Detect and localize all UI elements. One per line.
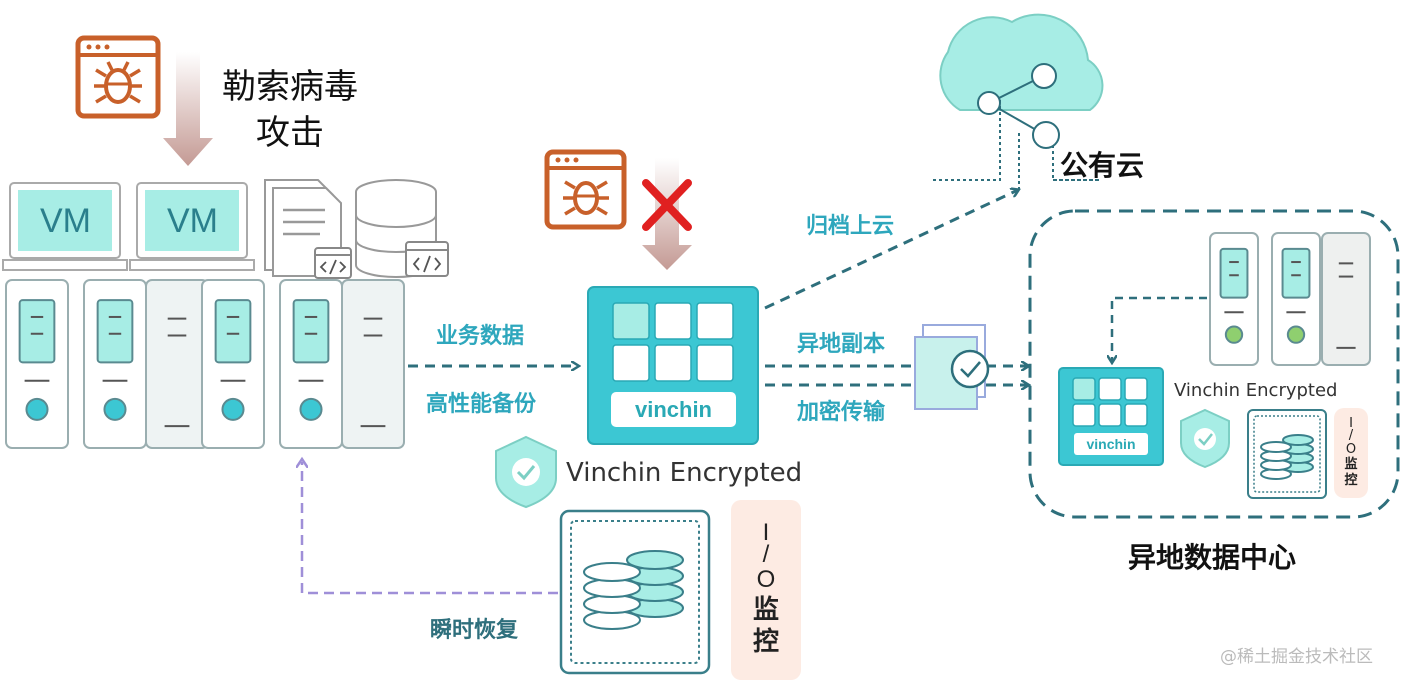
offsite-dc-boundary: [1028, 209, 1400, 519]
database-code-icon: [355, 179, 449, 278]
remote-io-char-2: /: [1348, 427, 1354, 443]
remote-server-unit-1: [1209, 232, 1259, 366]
vm-laptop-2: [129, 182, 255, 271]
io-char-3: O: [756, 566, 776, 593]
public-cloud-icon: [933, 13, 1104, 190]
storage-back-disc-1: [626, 550, 684, 570]
restore-flow-arrow: [302, 462, 558, 595]
server-unit-2: [83, 279, 147, 449]
server-unit-1: [5, 279, 69, 449]
backup-storage-icon: [559, 509, 711, 675]
monitor-char-2: 控: [752, 627, 779, 657]
vm-label-2: VM: [167, 202, 218, 240]
ransomware-title-line2: 攻击: [256, 113, 324, 153]
encrypted-transfer-label: 加密传输: [797, 400, 886, 425]
remote-appliance-cell-5: [1098, 403, 1122, 427]
encrypted-copy-icon: [914, 324, 990, 410]
remote-monitor-char-2: 控: [1344, 472, 1358, 488]
remote-storage-front-disc-1: [1260, 441, 1292, 453]
production-server-rack: [5, 279, 405, 449]
offsite-copy-label: 异地副本: [797, 332, 886, 357]
server-unit-4: [201, 279, 265, 449]
attack-down-arrow: [163, 52, 213, 166]
remote-storage-icon: [1247, 409, 1327, 499]
storage-front-disc-1: [583, 562, 641, 582]
offsite-dc-label: 异地数据中心: [1128, 541, 1297, 574]
instant-restore-label: 瞬时恢复: [430, 618, 519, 643]
public-cloud-label: 公有云: [1060, 149, 1145, 182]
ransomware-title-line1: 勒索病毒: [222, 67, 358, 107]
remote-encrypted-label: Vinchin Encrypted: [1174, 380, 1338, 401]
remote-io-char-1: I: [1349, 415, 1353, 431]
server-unit-3: [145, 279, 209, 449]
vm-label-1: VM: [40, 202, 91, 240]
ransomware-bug-icon-2: [544, 149, 627, 230]
server-unit-5: [279, 279, 343, 449]
remote-vinchin-appliance: [1058, 367, 1164, 466]
io-char-2: /: [762, 541, 770, 568]
remote-io-char-3: O: [1345, 441, 1357, 457]
blocked-x-icon: [642, 179, 692, 231]
appliance-cell-4: [612, 344, 650, 382]
remote-monitor-char-1: 监: [1344, 456, 1358, 472]
io-char-1: I: [762, 519, 770, 546]
blocked-attack-arrow: [642, 158, 692, 270]
vinchin-backup-appliance: [587, 286, 759, 445]
archive-cloud-label: 归档上云: [806, 214, 895, 239]
io-monitor-badge: I / O 监 控: [731, 500, 801, 680]
remote-appliance-cell-2: [1098, 377, 1122, 401]
remote-server-unit-2: [1271, 232, 1321, 366]
appliance-cell-3: [696, 302, 734, 340]
document-code-icon: [264, 179, 352, 279]
remote-io-monitor-badge: I / O 监 控: [1334, 408, 1368, 498]
high-perf-backup-label: 高性能备份: [426, 392, 537, 417]
monitor-char-1: 监: [752, 595, 779, 625]
remote-appliance-cell-4: [1072, 403, 1096, 427]
offsite-server-rack: [1209, 232, 1371, 366]
remote-appliance-cell-6: [1124, 403, 1148, 427]
offsite-replication-arrow: [1112, 296, 1207, 362]
remote-storage-back-disc-1: [1282, 434, 1314, 446]
remote-appliance-cell-1: [1072, 377, 1096, 401]
business-data-label: 业务数据: [436, 324, 525, 349]
appliance-cell-1: [612, 302, 650, 340]
encrypted-label: Vinchin Encrypted: [566, 458, 803, 488]
ransomware-bug-icon: [75, 35, 161, 119]
appliance-cell-5: [654, 344, 692, 382]
remote-encrypted-shield-icon: [1180, 408, 1230, 469]
remote-appliance-logo: vinchin: [1086, 436, 1136, 452]
server-unit-6: [341, 279, 405, 449]
archive-flow-arrow: [764, 190, 1018, 310]
remote-server-unit-3: [1321, 232, 1371, 366]
ransomware-title: 勒索病毒 攻击: [222, 64, 358, 156]
appliance-cell-2: [654, 302, 692, 340]
watermark: @稀土掘金技术社区: [1220, 647, 1373, 667]
remote-appliance-cell-3: [1124, 377, 1148, 401]
appliance-cell-6: [696, 344, 734, 382]
appliance-logo: vinchin: [634, 397, 712, 422]
vm-laptop-1: [2, 182, 128, 271]
encrypted-shield-icon: [495, 435, 557, 509]
